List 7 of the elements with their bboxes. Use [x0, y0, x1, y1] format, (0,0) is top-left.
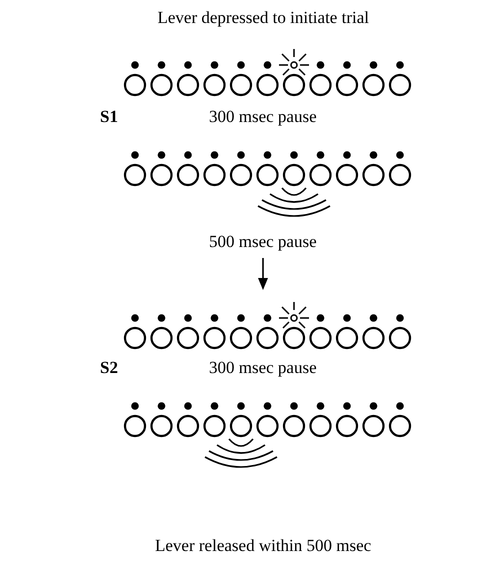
- pause-label: 300 msec pause: [209, 107, 317, 127]
- instruction-text: Lever depressed to initiate trial: [158, 8, 369, 28]
- instruction-text: Lever released within 500 msec: [155, 536, 372, 556]
- pause-label: 500 msec pause: [209, 232, 317, 252]
- pause-label: 300 msec pause: [209, 358, 317, 378]
- stimulus-label: S1: [100, 107, 118, 127]
- stimulus-label: S2: [100, 358, 118, 378]
